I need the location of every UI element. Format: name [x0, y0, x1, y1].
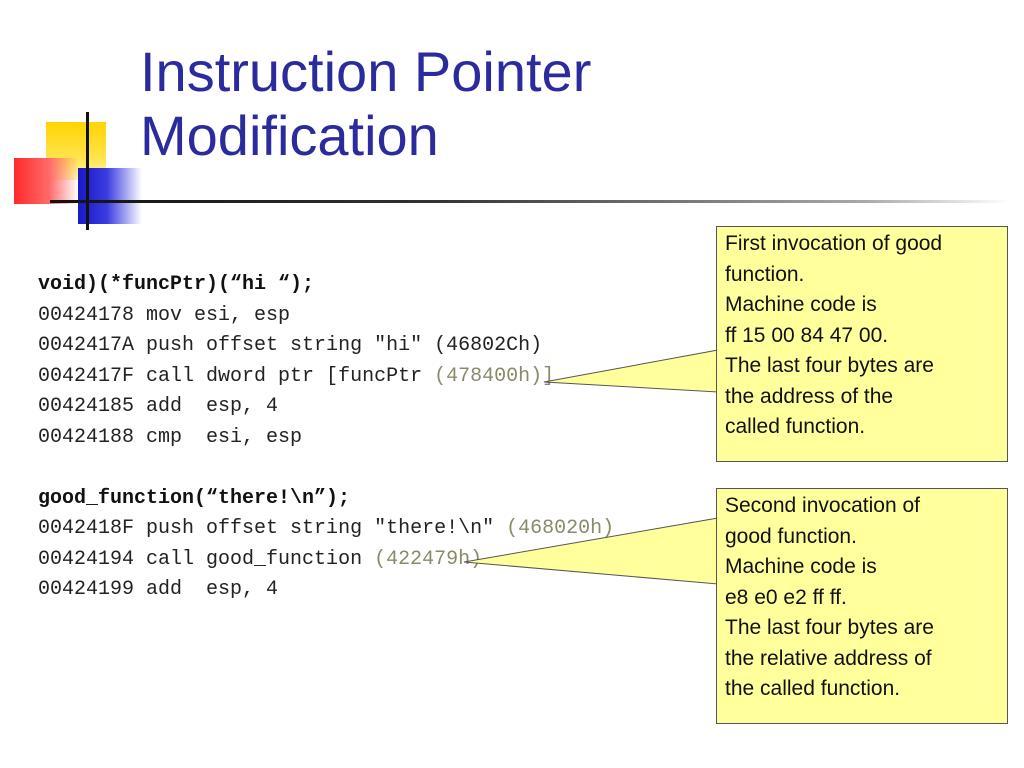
slide-title: Instruction Pointer Modification	[140, 40, 1000, 168]
code-line: 00424178 mov esi, esp	[38, 301, 798, 332]
code-line: 00424188 cmp esi, esp	[38, 423, 798, 454]
code-address: 00424194	[38, 547, 135, 571]
title-divider-line	[50, 200, 1010, 203]
callout-line: The last four bytes are	[725, 354, 934, 377]
callout-line: the address of the	[725, 384, 894, 408]
callout-line: ff 15 00 84 47 00.	[725, 323, 889, 347]
callout-second-invocation: Second invocation of good function. Mach…	[716, 488, 1008, 724]
code-address: 0042418F	[38, 517, 135, 540]
code-address: 0042417F	[38, 364, 135, 388]
code-line: 00424185 add esp, 4	[38, 392, 798, 423]
callout-line: good function.	[725, 524, 857, 548]
callout-line: Machine code is	[725, 293, 877, 316]
callout-line: e8 e0 e2 ff ff.	[725, 585, 847, 609]
code-line: 00424194 call good_function (422479h)	[38, 545, 798, 576]
callout-first-invocation: First invocation of good function. Machi…	[716, 226, 1008, 462]
code-instruction: call dword ptr [funcPtr	[146, 364, 435, 388]
code-address: 00424178	[38, 303, 135, 327]
callout-line: function.	[725, 262, 805, 286]
code-blank-line	[38, 453, 798, 484]
code-instruction: mov esi, esp	[146, 303, 291, 327]
code-instruction: push offset string "hi" (46802Ch)	[146, 334, 543, 357]
code-line: 00424199 add esp, 4	[38, 575, 798, 606]
callout-line: the called function.	[725, 677, 901, 700]
callout-line: Second invocation of	[725, 494, 920, 517]
callout-line: called function.	[725, 415, 866, 438]
callout-line: Machine code is	[725, 555, 877, 578]
callout-line: The last four bytes are	[725, 616, 934, 639]
code-line: 0042418F push offset string "there!\n" (…	[38, 514, 798, 545]
code-source-line-2: good_function(“there!\n”);	[38, 486, 351, 510]
code-address: 0042417A	[38, 334, 135, 357]
code-tail: (478400h)]	[434, 364, 555, 388]
code-tail: (468020h)	[506, 517, 615, 540]
code-instruction: add esp, 4	[146, 578, 279, 601]
logo-vertical-line	[86, 112, 89, 230]
code-instruction: cmp esi, esp	[146, 425, 303, 449]
code-tail: (422479h)	[374, 547, 483, 571]
code-listing: void)(*funcPtr)(“hi “); 00424178 mov esi…	[38, 270, 798, 606]
code-instruction: call good_function	[146, 547, 375, 571]
callout-line: the relative address of	[725, 646, 932, 670]
title-line-2: Modification	[140, 104, 439, 167]
code-address: 00424199	[38, 578, 135, 601]
code-address: 00424188	[38, 425, 135, 449]
title-line-1: Instruction Pointer	[140, 40, 592, 103]
code-source-line-1: void)(*funcPtr)(“hi “);	[38, 273, 315, 296]
code-line: 0042417F call dword ptr [funcPtr (478400…	[38, 362, 798, 393]
code-address: 00424185	[38, 395, 135, 418]
code-line: 0042417A push offset string "hi" (46802C…	[38, 331, 798, 362]
code-instruction: push offset string "there!\n"	[146, 517, 507, 540]
callout-line: First invocation of good	[725, 232, 943, 255]
logo-red-square	[14, 158, 78, 204]
code-instruction: add esp, 4	[146, 395, 279, 418]
